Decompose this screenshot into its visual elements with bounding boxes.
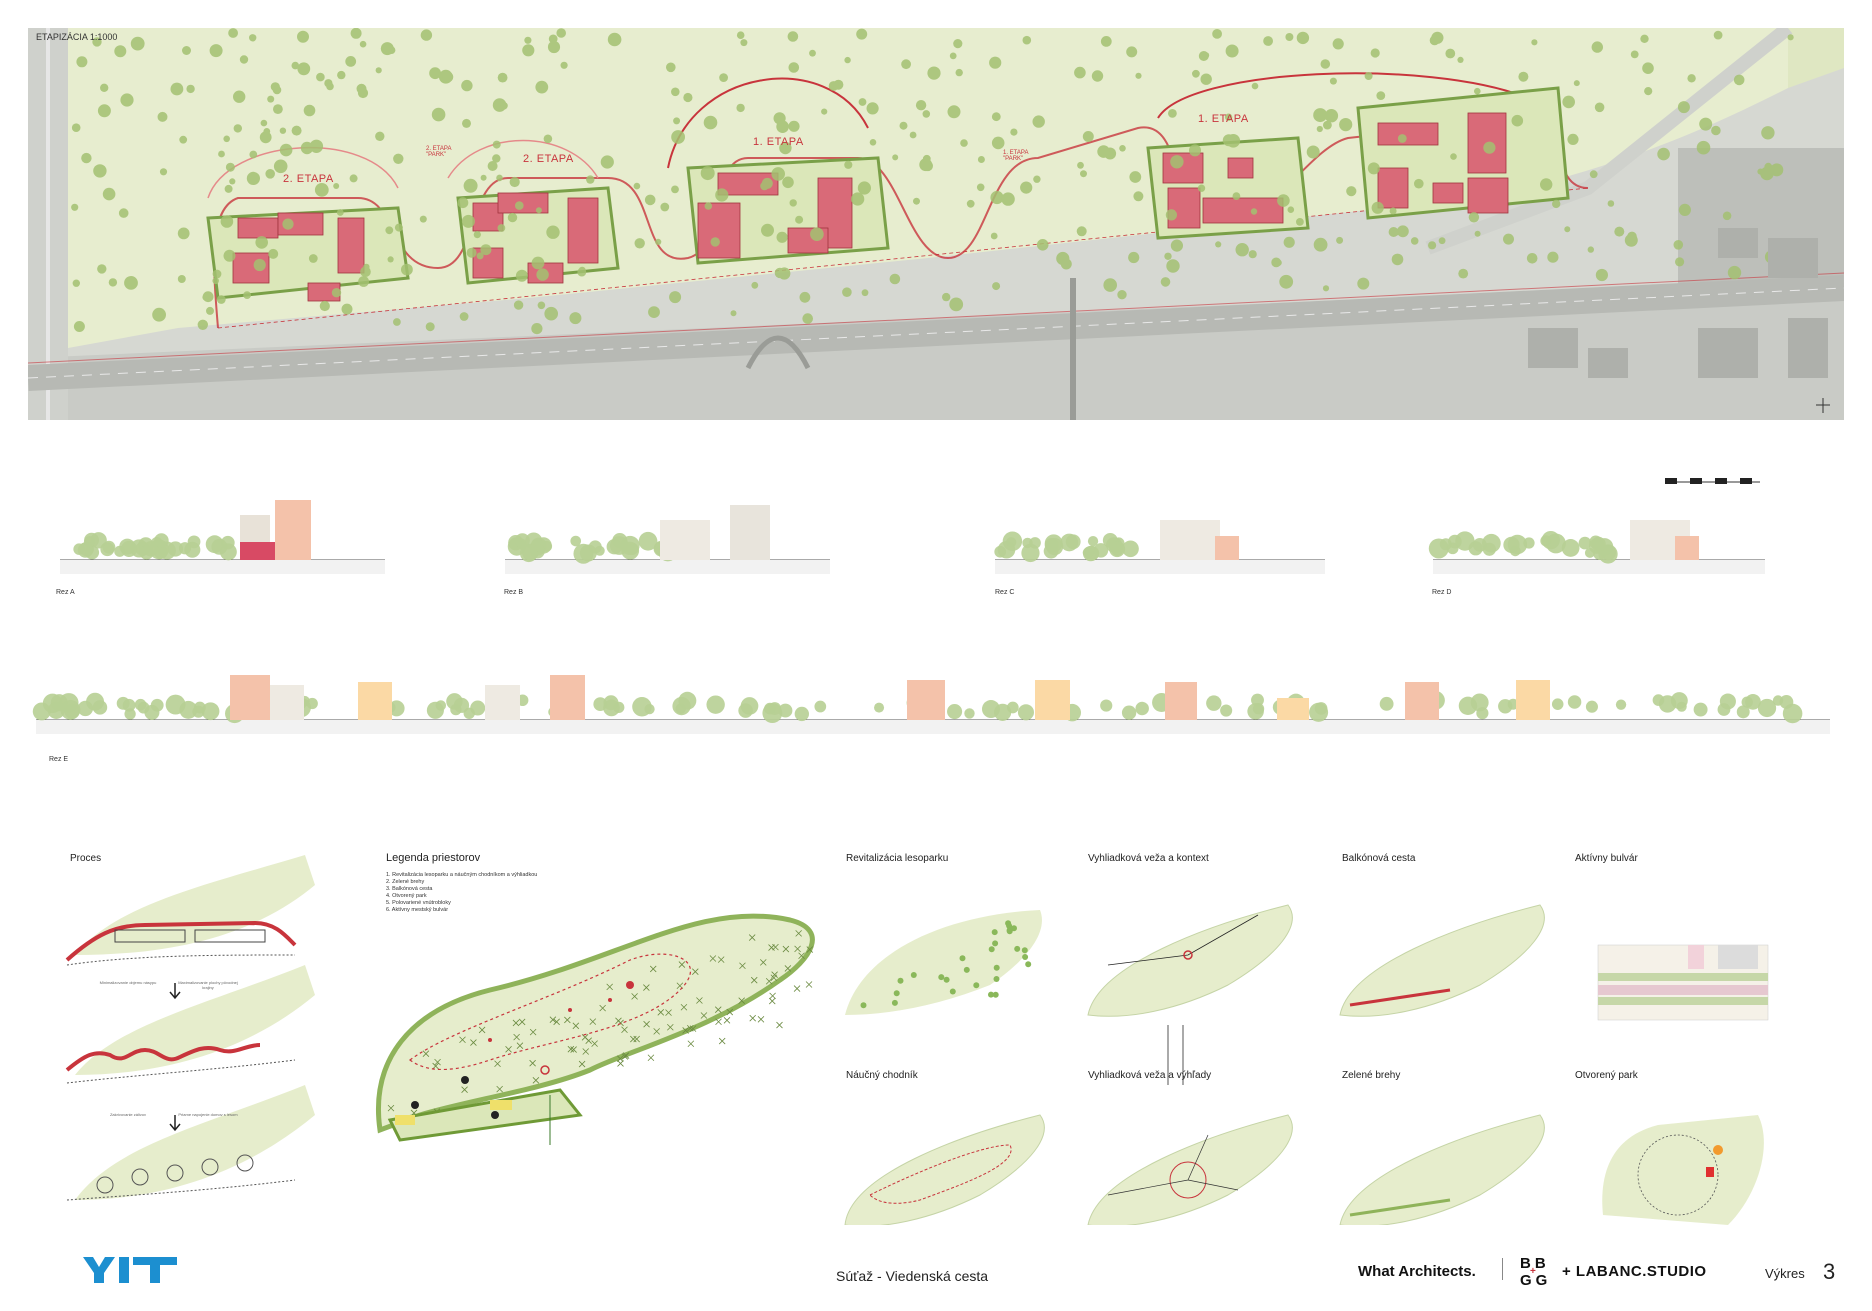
proces-step-text: Priame napojenie domov s lesom [178,1112,238,1117]
vykres-number: 3 [1823,1259,1836,1284]
panel-title: Vyhliadková veža a výhľady [1088,1070,1212,1081]
panel-title: Aktívny bulvár [1575,853,1638,864]
etapa-park-label: 1. ETAPA "PARK" [1003,150,1029,162]
bbgg-letter: G [1520,1272,1532,1289]
section-label: Rez E [49,756,69,763]
yit-logo-mark [83,1257,177,1283]
bbgg-letter: B [1534,1255,1546,1272]
legend-title: Legenda priestorov [386,852,481,864]
project-title: Súťaž - Viedenská cesta [836,1268,989,1284]
proces-step-text: Zakrivovanie zálivov [109,1112,146,1117]
section-label: Rez D [1432,589,1452,596]
panel-title: Revitalizácia lesoparku [846,853,949,864]
legend-item: 4. Otvorený park [386,893,427,899]
etapa-label: 2. ETAPA [283,173,334,185]
vykres-label: Výkres [1765,1266,1805,1281]
proces-step-text: Maximalizovanie plochy pôvodnej krajiny [178,980,238,990]
legend-item: 2. Zelené brehy [386,879,425,885]
footer-divider [1502,1258,1503,1280]
etapa-park-label: 2. ETAPA "PARK" [426,146,452,158]
section-label: Rez A [56,589,75,596]
panel-title: Balkónová cesta [1342,853,1416,864]
legend-map [376,913,815,1145]
sections-row [60,500,1765,574]
proces-step-text: Minimalizovanie objemu násypu [99,980,157,985]
site-plan-drawing [28,28,1844,420]
legend-item: 5. Polovariené vnútrobloky [386,900,451,906]
plan-title: ETAPIZÁCIA 1:1000 [36,32,118,42]
labanc-studio-logo: + LABANC.STUDIO [1562,1263,1707,1280]
legend-list: 1. Revitalizácia lesoparku a náučným cho… [386,872,606,914]
legend-item: 1. Revitalizácia lesoparku a náučným cho… [386,872,538,878]
yit-logo [83,1255,179,1290]
section-label: Rez C [995,589,1015,596]
etapa-label: 1. ETAPA [1198,113,1249,125]
bbgg-letter: G [1535,1272,1548,1289]
legend-item: 6. Aktívny mestský bulvár [386,907,449,913]
bbgg-letter: B [1520,1255,1531,1272]
site-plan: ETAPIZÁCIA 1:1000 2. ETAPA 2. ETAPA 1. E… [28,28,1844,420]
proces-diagram [65,855,315,1201]
proces-title: Proces [70,853,102,864]
scale-bar [1665,478,1760,484]
legend-item: 3. Balkónová cesta [386,886,433,892]
diagram-panels [844,904,1769,1225]
bbgg-plus-icon: + [1530,1266,1536,1277]
etapa-label: 2. ETAPA [523,153,574,165]
panel-title: Vyhliadková veža a kontext [1088,853,1209,864]
panel-title: Otvorený park [1575,1070,1638,1081]
panel-title: Zelené brehy [1342,1070,1401,1081]
etapa-label: 1. ETAPA [753,136,804,148]
what-architects-logo: What Architects. [1358,1263,1476,1280]
section-e [32,675,1830,734]
panel-title: Náučný chodník [846,1070,918,1081]
section-label: Rez B [504,589,524,596]
